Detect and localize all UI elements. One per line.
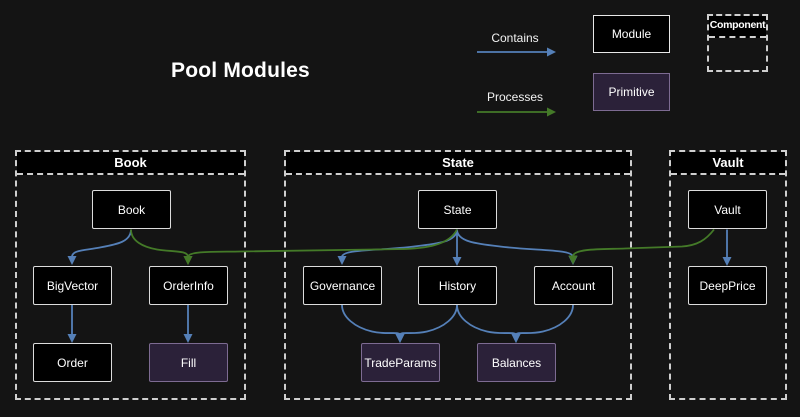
- node-state: State: [418, 190, 497, 229]
- legend-contains-label: Contains: [491, 31, 539, 45]
- node-account: Account: [534, 266, 613, 305]
- node-balances: Balances: [477, 343, 556, 382]
- container-state-header: State: [286, 152, 630, 175]
- legend-primitive-swatch: Primitive: [593, 73, 670, 111]
- container-vault-header: Vault: [671, 152, 785, 175]
- node-governance: Governance: [303, 266, 382, 305]
- legend-module-label: Module: [611, 27, 652, 41]
- legend-primitive-label: Primitive: [608, 85, 655, 99]
- node-vault: Vault: [688, 190, 767, 229]
- node-book: Book: [92, 190, 171, 229]
- container-book-header: Book: [17, 152, 244, 175]
- legend-processes-label: Processes: [486, 90, 544, 104]
- page-title: Pool Modules: [171, 59, 310, 82]
- legend-component-label: Component: [709, 16, 766, 38]
- node-bigvector: BigVector: [33, 266, 112, 305]
- node-fill: Fill: [149, 343, 228, 382]
- legend-module-swatch: Module: [593, 15, 670, 53]
- node-history: History: [418, 266, 497, 305]
- container-book: Book: [15, 150, 246, 400]
- container-state: State: [284, 150, 632, 400]
- legend-component-swatch: Component: [707, 14, 768, 72]
- node-deepprice: DeepPrice: [688, 266, 767, 305]
- container-vault: Vault: [669, 150, 787, 400]
- node-tradeparams: TradeParams: [361, 343, 440, 382]
- node-orderinfo: OrderInfo: [149, 266, 228, 305]
- node-order: Order: [33, 343, 112, 382]
